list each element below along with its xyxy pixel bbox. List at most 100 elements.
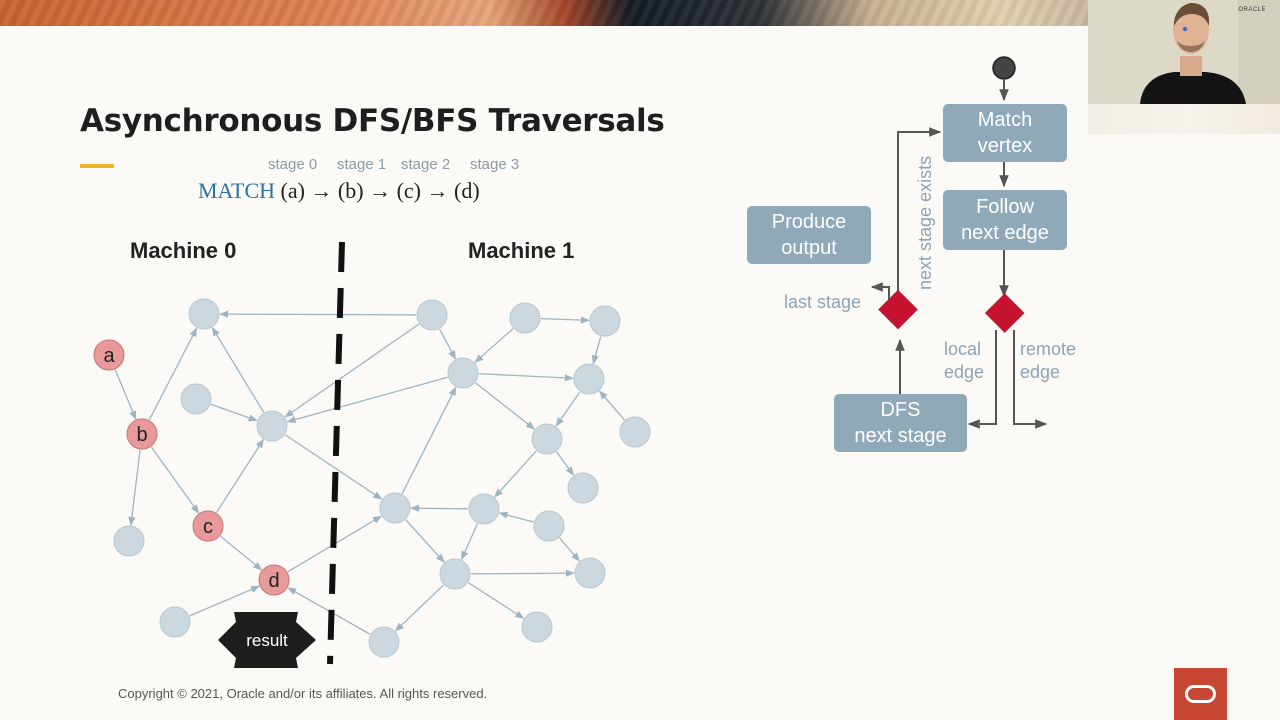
graph-edge [219,535,263,571]
graph-edge [559,537,581,562]
dfs-next-stage-box: DFS next stage [834,394,967,452]
graph-edge [470,569,575,577]
result-label: result [246,631,288,650]
graph-edge [460,523,479,561]
graph-edge [474,328,514,363]
match-vertex-label: Match vertex [977,109,1033,157]
graph-vertex [509,302,541,334]
graph-vertex [447,357,479,389]
graph-vertex [573,363,605,395]
webcam-overlay: ORACLE [1088,0,1280,104]
match-vertex-box: Match vertex [943,104,1067,162]
machine-0-label: Machine 0 [130,238,237,263]
graph-edge [438,328,457,360]
copyright-notice: Copyright © 2021, Oracle and/or its affi… [118,686,488,701]
next-stage-arrow [897,127,942,298]
remote-edge-label: remote edge [1020,339,1077,382]
graph-vertex [589,305,621,337]
result-badge: result [218,612,316,668]
graph-edge [284,434,383,500]
graph-vertex [256,410,288,442]
title-accent-bar [80,164,114,168]
machine-1-label: Machine 1 [468,238,575,263]
graph-edge [216,438,264,513]
graph-vertex [531,423,563,455]
graph-vertex [368,626,400,658]
graph-vertex [379,492,411,524]
graph-edge [150,446,200,514]
follow-next-edge-box: Follow next edge [943,190,1067,250]
graph-edge [394,584,444,632]
graph-edge [591,336,602,365]
graph-edge [114,369,137,421]
graph-edge [494,450,537,498]
graph-vertex [468,493,500,525]
vertex-a [93,339,125,371]
graph-edge [475,382,536,430]
stage-label-2: stage 2 [401,156,451,173]
top-banner [0,0,1088,26]
vertex-label-c: c [203,516,213,538]
stage-label-1: stage 1 [337,156,387,173]
graph-vertex [574,557,606,589]
graph-edge [555,391,581,427]
vertex-c [192,510,224,542]
vertex-b [126,418,158,450]
graph-vertex [188,298,220,330]
graph-vertex [619,416,651,448]
graph-edge [405,519,445,563]
match-query: MATCH (a) → (b) → (c) → (d) [198,178,480,204]
graph-edge [284,323,420,418]
graph-edge [401,386,457,495]
start-node-icon [992,56,1016,80]
machine-partition-line [327,241,345,665]
match-keyword: MATCH [198,178,276,203]
graph-vertex [521,611,553,643]
webcam-brand-tag: ORACLE [1238,7,1266,13]
match-pattern: (a) → (b) → (c) → (d) [280,178,480,203]
vertex-label-a: a [103,345,115,367]
stage-label-3: stage 3 [470,156,520,173]
graph-edge [219,310,417,318]
graph-edge [540,316,590,324]
graph-edge [189,585,261,617]
decorative-strip [1088,104,1280,134]
graph-vertex [180,383,212,415]
graph-vertex [439,558,471,590]
edge-decision-diamond [984,293,1025,333]
local-edge-arrow [967,330,997,429]
presenter-video [1088,0,1280,104]
last-stage-label: last stage [784,292,862,312]
oracle-ring-icon [1185,685,1216,703]
follow-next-edge-label: Follow next edge [961,196,1049,244]
stage-label-0: stage 0 [268,156,318,173]
graph-edge [498,511,534,523]
graph-edge [468,582,525,619]
oracle-logo [1174,668,1227,720]
graph-edge [478,373,574,382]
next-stage-exists-label: next stage exists [915,155,935,290]
graph-vertex [567,472,599,504]
graph-edge [128,449,141,527]
graph-vertex [416,299,448,331]
graph-edge [598,390,626,421]
dfs-next-stage-label: DFS next stage [854,399,947,447]
stage-decision-diamond [878,289,918,330]
graph-vertex [113,525,145,557]
graph-vertex [533,510,565,542]
graph-edge [286,376,448,424]
graph-edge [555,451,575,476]
slide-title: Asynchronous DFS/BFS Traversals [80,103,665,139]
graph-edge [211,326,265,413]
local-edge-label: local edge [944,339,985,382]
graph-edge [210,403,258,422]
graph-edge [148,327,198,421]
graph-edge [410,504,469,512]
remote-edge-arrow [1013,330,1048,429]
produce-output-label: Produce output [771,211,847,259]
vertex-d [258,564,290,596]
graph-vertex [159,606,191,638]
vertex-label-b: b [136,424,147,446]
